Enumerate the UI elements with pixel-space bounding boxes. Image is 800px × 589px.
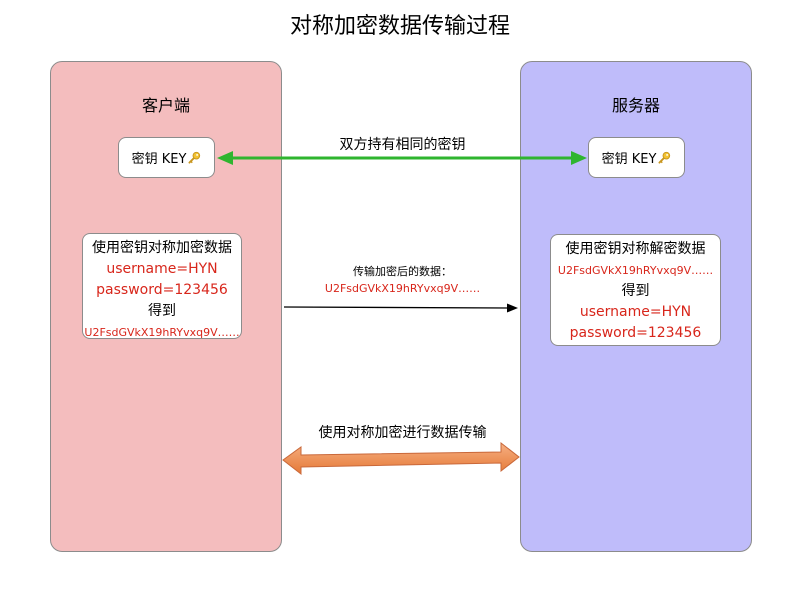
server-cipher: U2FsdGVkX19hRYvxq9V…… <box>557 264 714 277</box>
client-result-label: 得到 <box>148 303 176 319</box>
transmission-arrow <box>283 303 518 313</box>
client-username: username=HYN <box>106 261 218 277</box>
transmission-note-title: 传输加密后的数据： <box>353 265 452 278</box>
channel-arrow <box>282 441 520 476</box>
diagram-title: 对称加密数据传输过程 <box>289 14 510 39</box>
server-result-label: 得到 <box>621 283 650 299</box>
transmission-note: 传输加密后的数据： U2FsdGVkX19hRYvxq9V…… <box>300 263 505 297</box>
shared-key-label: 双方持有相同的密钥 <box>339 137 466 153</box>
server-password: password=123456 <box>569 325 702 341</box>
client-key-label: 密钥 KEY <box>131 152 187 167</box>
client-encrypt-card: 使用密钥对称加密数据 username=HYN password=123456 … <box>82 233 242 339</box>
shared-key-arrow <box>217 151 587 165</box>
server-decrypt-heading: 使用密钥对称解密数据 <box>565 241 706 257</box>
server-decrypt-card: 使用密钥对称解密数据 U2FsdGVkX19hRYvxq9V…… 得到 user… <box>550 234 721 346</box>
client-label: 客户端 <box>141 96 190 115</box>
channel-label: 使用对称加密进行数据传输 <box>318 425 487 441</box>
server-key-label: 密钥 KEY <box>601 152 657 167</box>
transmission-note-cipher: U2FsdGVkX19hRYvxq9V…… <box>324 282 481 295</box>
client-password: password=123456 <box>96 282 228 298</box>
key-icon <box>188 151 201 164</box>
client-encrypt-heading: 使用密钥对称加密数据 <box>92 240 232 256</box>
client-key-card: 密钥 KEY <box>118 137 215 178</box>
server-username: username=HYN <box>579 304 692 320</box>
client-cipher: U2FsdGVkX19hRYvxq9V…… <box>84 326 240 339</box>
key-icon <box>658 151 671 164</box>
server-key-card: 密钥 KEY <box>588 137 685 178</box>
server-label: 服务器 <box>611 96 660 115</box>
